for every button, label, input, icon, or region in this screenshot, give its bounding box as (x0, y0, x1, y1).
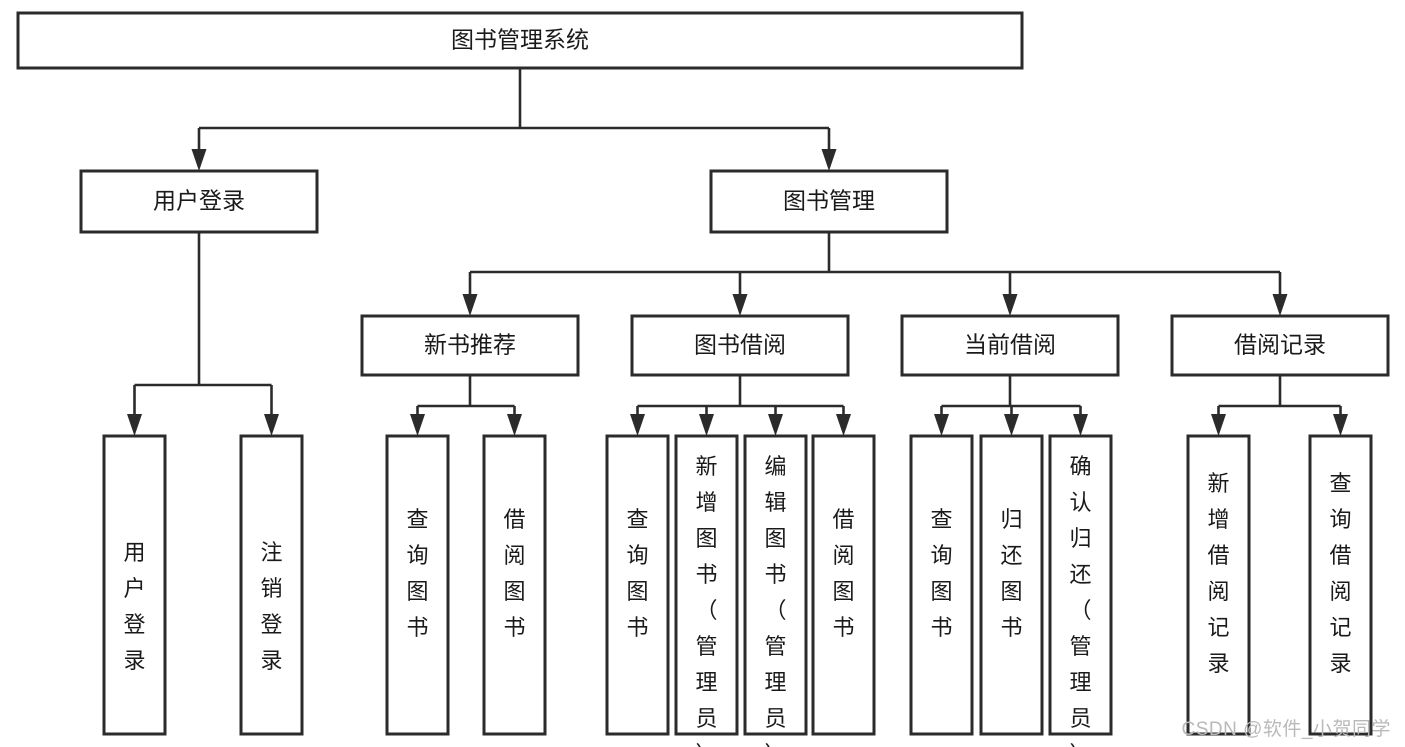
node-label-leaf-logout: 注销登录 (260, 540, 282, 673)
connector-root-to-level2 (191, 68, 837, 171)
node-leaf-borrow-book-2[interactable]: 借阅图书 (811, 434, 876, 736)
node-box-borrow-record (1170, 314, 1390, 377)
node-box-user-login (79, 169, 319, 234)
node-label-root: 图书管理系统 (451, 27, 589, 53)
arrow-head-icon (1211, 414, 1226, 436)
node-label-leaf-edit-book: 编辑图书（管理员） (764, 454, 786, 747)
node-label-leaf-query-book-2: 查询图书 (626, 507, 648, 640)
node-leaf-query-book-1[interactable]: 查询图书 (385, 434, 450, 736)
node-leaf-return-book[interactable]: 归还图书 (979, 434, 1044, 736)
arrow-head-icon (768, 414, 783, 436)
watermark-text: CSDN @软件_小贺同学 (1181, 719, 1391, 740)
node-label-leaf-borrow-book-1: 借阅图书 (503, 507, 525, 640)
node-leaf-logout[interactable]: 注销登录 (239, 434, 304, 736)
node-label-leaf-return-book: 归还图书 (1000, 507, 1022, 640)
node-label-leaf-confirm-return: 确认归还（管理员） (1069, 454, 1091, 747)
arrow-head-icon (191, 149, 207, 171)
arrow-head-icon (836, 414, 851, 436)
node-box-book-manage (709, 169, 949, 234)
node-box-leaf-confirm-return (1048, 434, 1113, 736)
connector-user-login-to-leaves (127, 232, 279, 436)
node-leaf-query-record[interactable]: 查询借阅记录 (1308, 434, 1373, 736)
connector-current-borrow-to-leaves (934, 375, 1088, 436)
node-leaf-add-book[interactable]: 新增图书（管理员） (674, 434, 739, 747)
node-box-leaf-logout (239, 434, 304, 736)
node-label-book-manage: 图书管理 (783, 188, 875, 214)
arrow-head-icon (699, 414, 714, 436)
node-root[interactable]: 图书管理系统 (16, 11, 1024, 70)
node-box-leaf-edit-book (743, 434, 808, 736)
node-box-leaf-add-record (1186, 434, 1251, 736)
arrow-head-icon (1002, 294, 1018, 316)
node-label-leaf-user-login: 用户登录 (123, 540, 145, 673)
arrow-head-icon (1004, 414, 1019, 436)
node-new-book-recommend[interactable]: 新书推荐 (360, 314, 580, 377)
node-box-leaf-query-book-3 (909, 434, 974, 736)
node-label-book-borrow: 图书借阅 (694, 332, 786, 358)
connectors-layer (127, 68, 1348, 436)
node-book-manage[interactable]: 图书管理 (709, 169, 949, 234)
arrow-head-icon (507, 414, 522, 436)
node-box-leaf-add-book (674, 434, 739, 736)
arrow-head-icon (462, 294, 478, 316)
node-current-borrow[interactable]: 当前借阅 (900, 314, 1120, 377)
node-box-leaf-query-book-1 (385, 434, 450, 736)
arrow-head-icon (821, 149, 837, 171)
connector-bookmanage-to-level3 (462, 232, 1288, 316)
arrow-head-icon (410, 414, 425, 436)
node-box-leaf-user-login (102, 434, 167, 736)
node-leaf-edit-book[interactable]: 编辑图书（管理员） (743, 434, 808, 747)
node-label-leaf-add-book: 新增图书（管理员） (695, 454, 717, 747)
arrow-head-icon (732, 294, 748, 316)
connector-new-book-recommend-to-leaves (410, 375, 522, 436)
node-box-current-borrow (900, 314, 1120, 377)
node-label-user-login: 用户登录 (153, 188, 245, 214)
node-box-leaf-query-book-2 (605, 434, 670, 736)
node-label-leaf-query-book-1: 查询图书 (406, 507, 428, 640)
node-box-leaf-return-book (979, 434, 1044, 736)
arrow-head-icon (1272, 294, 1288, 316)
arrow-head-icon (127, 414, 142, 436)
arrow-head-icon (1073, 414, 1088, 436)
node-leaf-borrow-book-1[interactable]: 借阅图书 (482, 434, 547, 736)
node-label-leaf-borrow-book-2: 借阅图书 (832, 507, 854, 640)
arrow-head-icon (630, 414, 645, 436)
node-box-leaf-borrow-book-1 (482, 434, 547, 736)
node-box-leaf-borrow-book-2 (811, 434, 876, 736)
node-box-root (16, 11, 1024, 70)
node-leaf-confirm-return[interactable]: 确认归还（管理员） (1048, 434, 1113, 747)
arrow-head-icon (264, 414, 279, 436)
arrow-head-icon (1333, 414, 1348, 436)
node-box-leaf-query-record (1308, 434, 1373, 736)
node-label-borrow-record: 借阅记录 (1234, 332, 1326, 358)
node-label-leaf-query-book-3: 查询图书 (930, 507, 952, 640)
connector-borrow-record-to-leaves (1211, 375, 1348, 436)
node-leaf-query-book-3[interactable]: 查询图书 (909, 434, 974, 736)
node-box-new-book-recommend (360, 314, 580, 377)
node-book-borrow[interactable]: 图书借阅 (630, 314, 850, 377)
node-label-current-borrow: 当前借阅 (964, 332, 1056, 358)
connector-book-borrow-to-leaves (630, 375, 851, 436)
node-label-leaf-query-record: 查询借阅记录 (1329, 471, 1351, 676)
node-leaf-query-book-2[interactable]: 查询图书 (605, 434, 670, 736)
node-box-book-borrow (630, 314, 850, 377)
nodes-layer: 图书管理系统用户登录图书管理新书推荐图书借阅当前借阅借阅记录用户登录注销登录查询… (16, 11, 1390, 747)
node-user-login[interactable]: 用户登录 (79, 169, 319, 234)
arrow-head-icon (934, 414, 949, 436)
node-borrow-record[interactable]: 借阅记录 (1170, 314, 1390, 377)
node-label-leaf-add-record: 新增借阅记录 (1207, 471, 1229, 676)
node-leaf-user-login[interactable]: 用户登录 (102, 434, 167, 736)
node-leaf-add-record[interactable]: 新增借阅记录 (1186, 434, 1251, 736)
node-label-new-book-recommend: 新书推荐 (424, 332, 516, 358)
